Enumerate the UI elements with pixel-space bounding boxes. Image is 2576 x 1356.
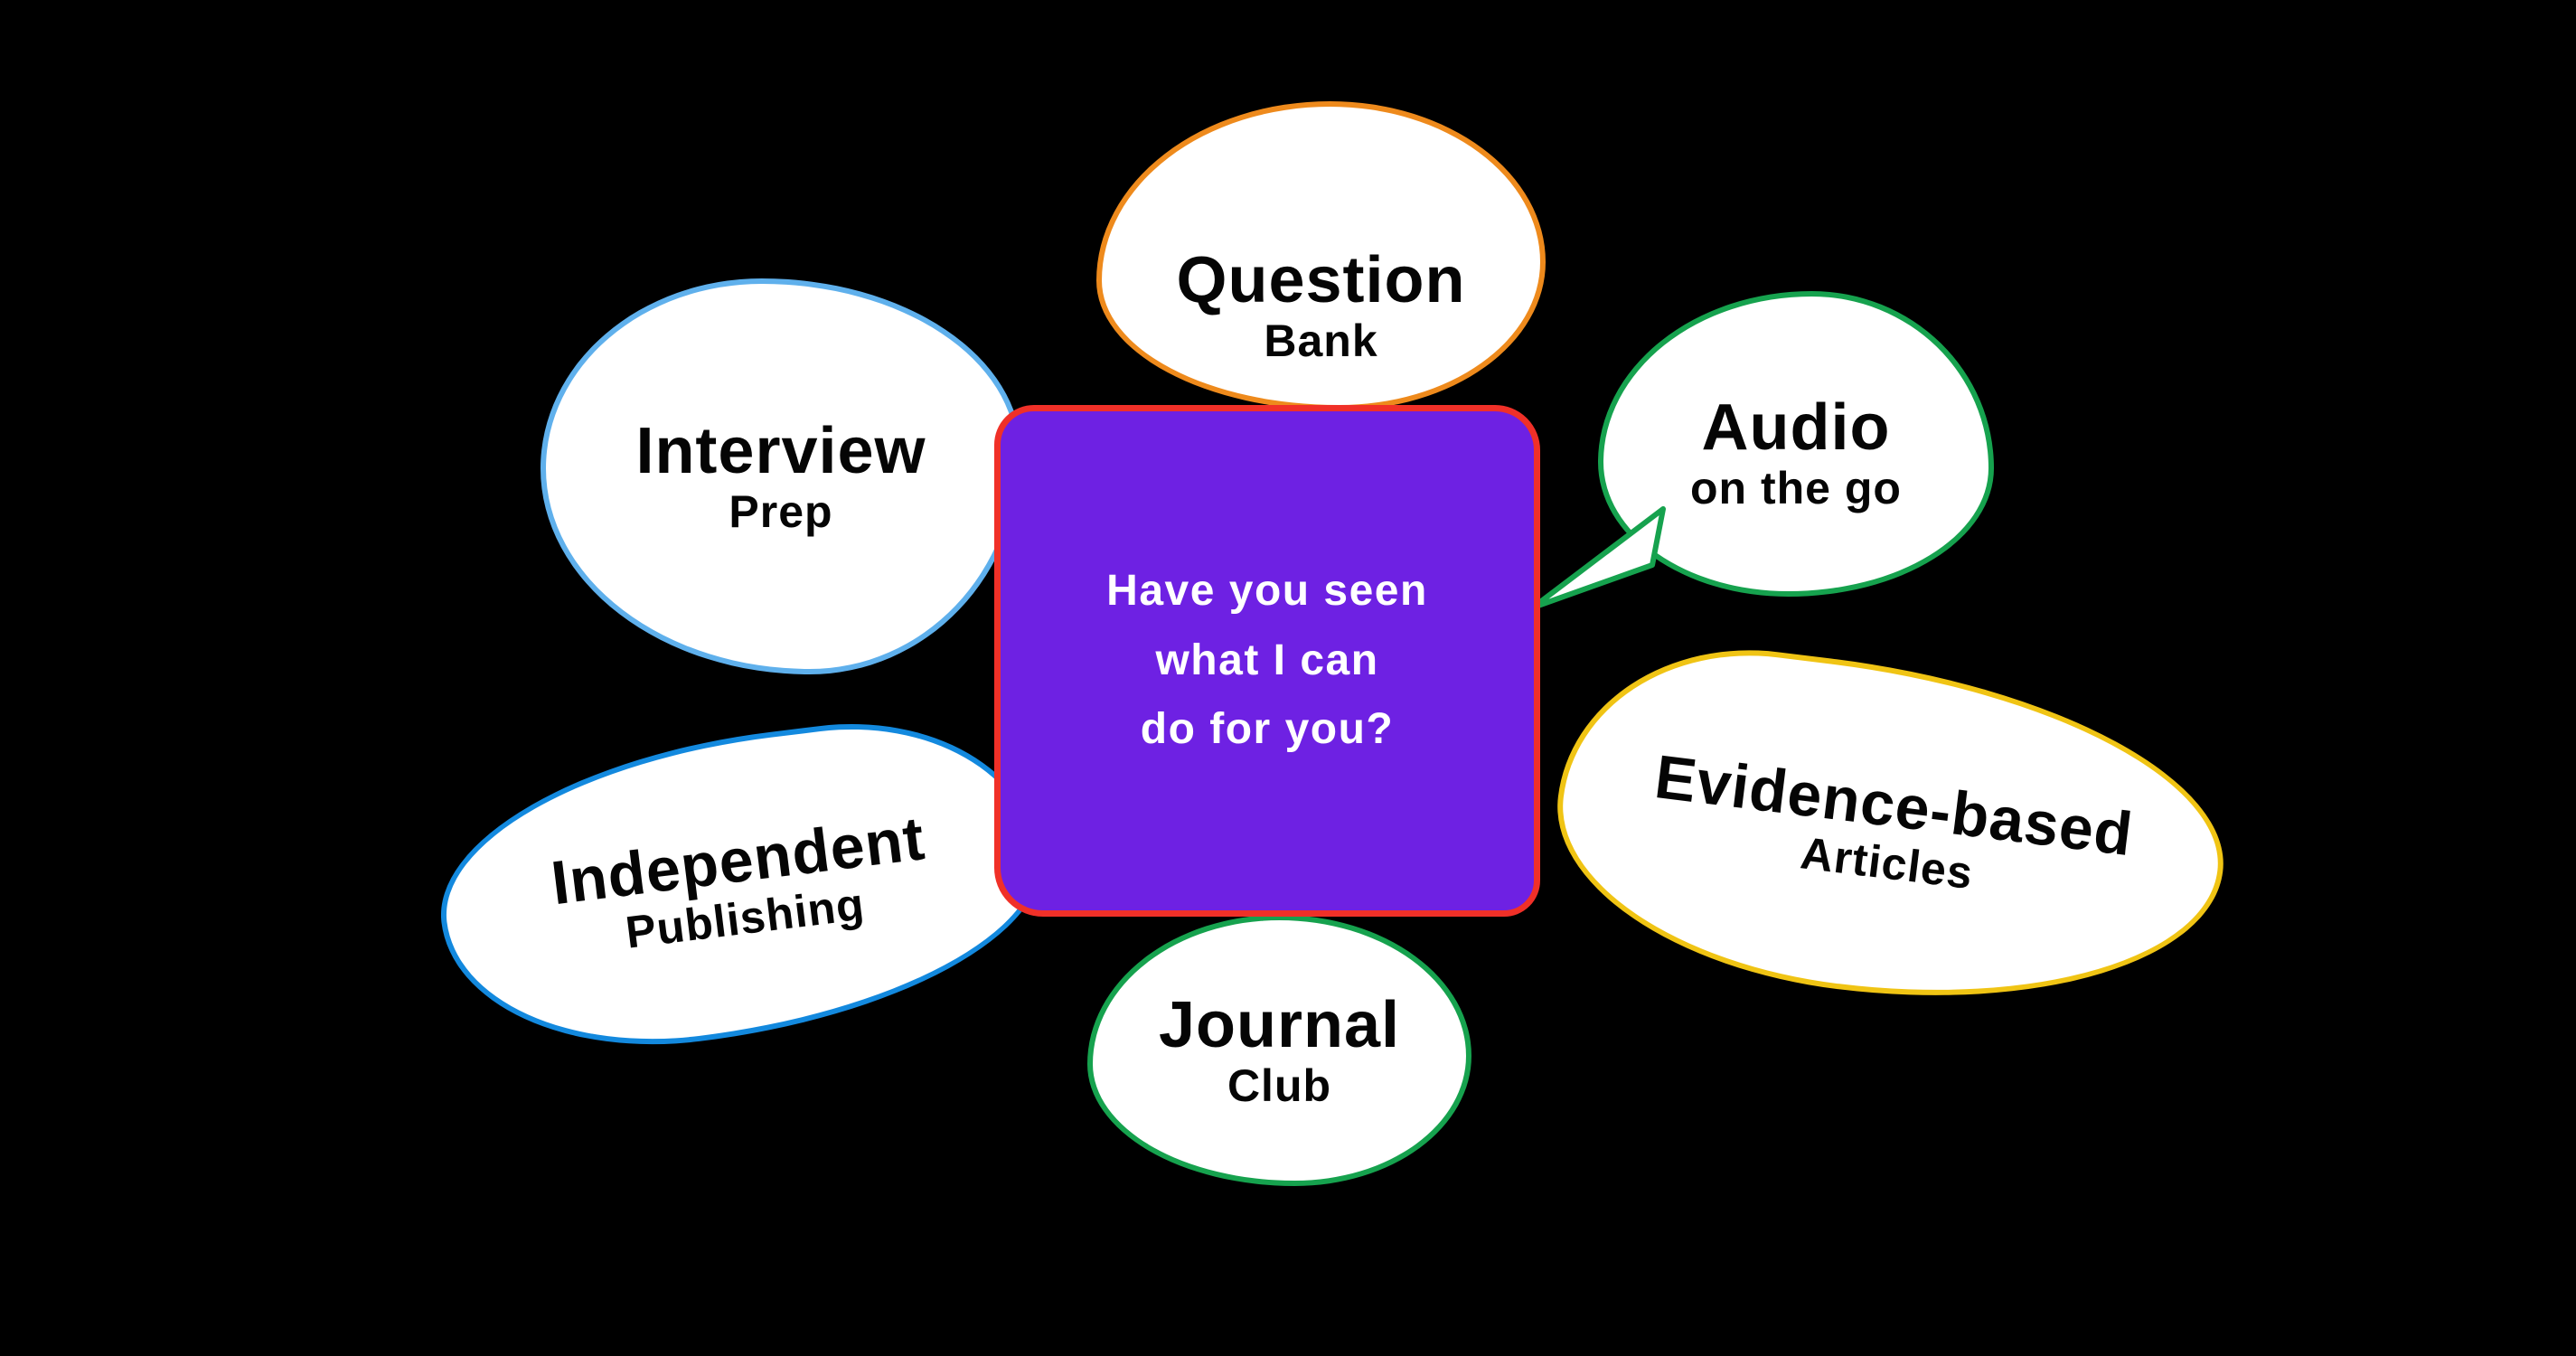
center-card: Have you seen what I can do for you? [994,405,1540,917]
center-card-line-3: do for you? [1140,705,1395,754]
bubble-journal-club: Journal Club [1087,915,1471,1186]
bubble-title-interview: Interview [635,414,926,487]
center-card-line-2: what I can [1155,636,1379,684]
bubble-subtitle-journal: Club [1227,1059,1332,1111]
bubble-subtitle-audio: on the go [1690,462,1902,513]
bubble-independent-publishing: Independent Publishing [423,701,1059,1071]
center-card-line-1: Have you seen [1106,566,1428,615]
bubble-question-bank: Question Bank [1096,101,1546,410]
bubble-title-audio: Audio [1701,391,1891,464]
bubble-subtitle-interview: Prep [729,485,833,537]
bubble-subtitle-question-bank: Bank [1264,315,1378,366]
bubble-evidence-based-articles: Evidence-based Articles [1538,627,2243,1034]
bubble-interview-prep: Interview Prep [541,278,1021,674]
bubble-audio-on-the-go: Audio on the go [1598,291,1994,597]
bubble-title-journal: Journal [1158,988,1401,1061]
bubble-title-question-bank: Question [1176,243,1466,316]
